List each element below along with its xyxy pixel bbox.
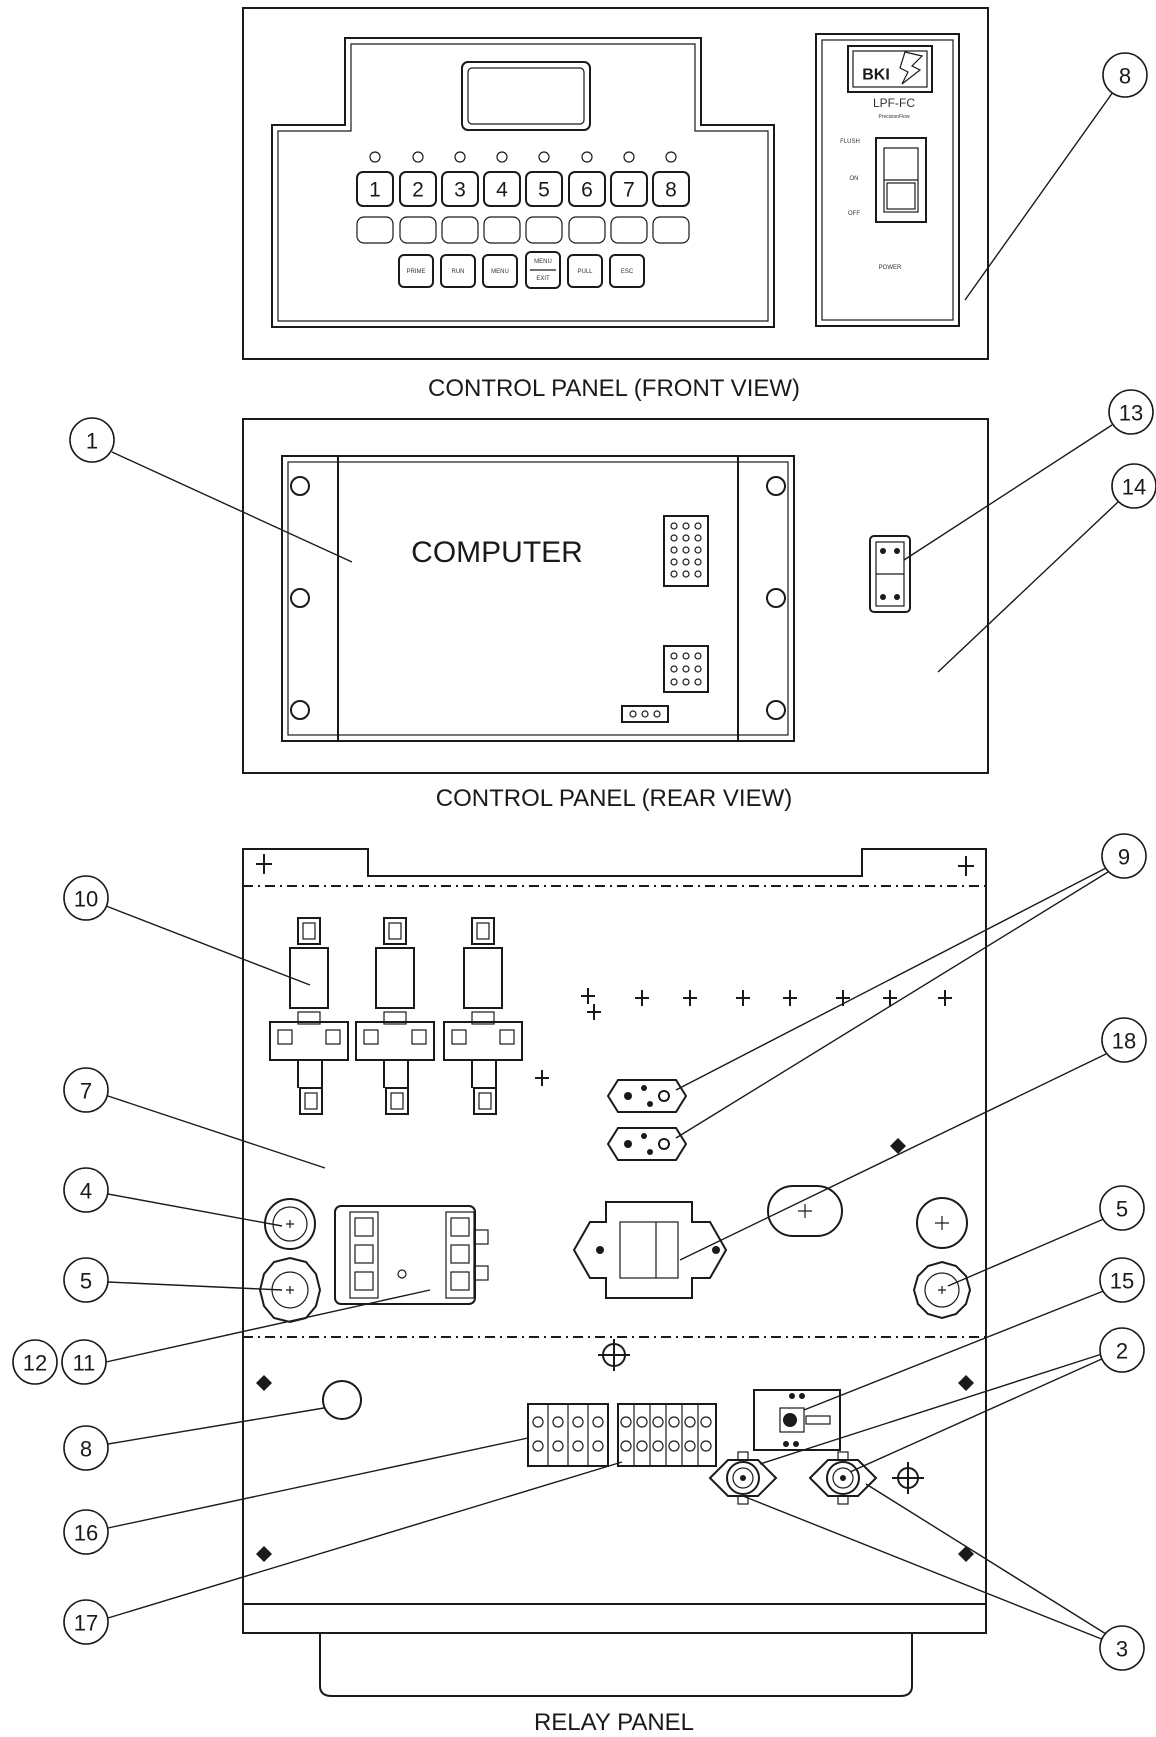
callout-2-label: 2: [1116, 1339, 1128, 1364]
relay-lower: [606, 1127, 688, 1161]
key-4-label: 4: [496, 179, 508, 202]
target-mark-right: [892, 1462, 924, 1494]
front-view-caption: CONTROL PANEL (FRONT VIEW): [428, 375, 800, 402]
function-keys: PRIME RUN MENU MENU EXIT PULL ESC: [398, 251, 645, 289]
switch-on-label: ON: [850, 176, 859, 182]
solenoid-valve-1: [269, 917, 349, 1115]
callout-8-top-leader: [964, 91, 1114, 301]
callout-1-label: 1: [86, 429, 98, 454]
model-sublabel: PrecisionFlow: [878, 114, 910, 120]
relay-module-15: [753, 1389, 841, 1451]
knockout-hole: [322, 1380, 362, 1420]
fitting-right-top: [916, 1197, 968, 1249]
callout-8-top-label: 8: [1119, 64, 1131, 89]
solenoid-valve-3: [443, 917, 523, 1115]
callout-17-label: 17: [74, 1611, 98, 1636]
key-2-label: 2: [412, 179, 424, 202]
header-connector-upper: [663, 515, 709, 587]
computer-board: [281, 455, 795, 742]
callout-7-label: 7: [80, 1079, 92, 1104]
power-switch-rear: [869, 535, 911, 613]
header-connector-lower: [663, 645, 709, 693]
callout-15-label: 15: [1110, 1269, 1134, 1294]
bulkhead-fitting-left: [708, 1451, 778, 1505]
pull-key-label: PULL: [577, 269, 593, 275]
callout-16-label: 16: [74, 1521, 98, 1546]
key-8-label: 8: [665, 179, 677, 202]
switch-off-label: OFF: [848, 211, 860, 217]
logo-flame-icon: [899, 51, 924, 85]
callout-4-label: 4: [80, 1179, 92, 1204]
switch-flush-label: FLUSH: [840, 139, 860, 145]
bulkhead-fitting-right: [808, 1451, 878, 1505]
relay-panel-caption: RELAY PANEL: [534, 1709, 694, 1736]
callout-10-label: 10: [74, 887, 98, 912]
target-mark-center: [598, 1339, 630, 1371]
power-switch-plate: BKI LPF-FC PrecisionFlow FLUSH ON OFF PO…: [815, 33, 960, 327]
number-keys: [356, 171, 690, 207]
esc-key-label: ESC: [621, 269, 634, 275]
callout-12-label: 12: [23, 1351, 47, 1376]
menu-key-label: MENU: [491, 269, 509, 275]
key-6-label: 6: [581, 179, 593, 202]
control-panel-rear: COMPUTER 1: [69, 389, 1156, 774]
callout-5-left-label: 5: [80, 1269, 92, 1294]
callout-3-label: 3: [1116, 1637, 1128, 1662]
key-7-label: 7: [623, 179, 635, 202]
power-label: POWER: [879, 265, 902, 271]
brand-logo: BKI: [862, 67, 890, 84]
computer-label: COMPUTER: [411, 536, 583, 569]
label-windows: [356, 216, 690, 244]
callout-9-label: 9: [1118, 845, 1130, 870]
transformer: [572, 1201, 728, 1299]
relay-panel: 9 10 18 7 4 5 5 15 2 12: [12, 833, 1147, 1697]
key-5-label: 5: [538, 179, 550, 202]
callout-8-bottom-label: 8: [80, 1437, 92, 1462]
callout-8-top-circle: [1102, 52, 1148, 98]
callout-18-label: 18: [1112, 1029, 1136, 1054]
fitting-5-right: [912, 1260, 972, 1320]
oval-knockout: [767, 1185, 843, 1237]
callout-11-label: 11: [73, 1351, 96, 1376]
terminal-strip-16: [527, 1403, 609, 1467]
mounting-marks: [256, 854, 974, 1562]
solenoid-valve-2: [355, 917, 435, 1115]
terminal-strip-17: [617, 1403, 717, 1467]
callout-14-label: 14: [1122, 475, 1146, 500]
model-label: LPF-FC: [873, 96, 915, 110]
callout-13-label: 13: [1119, 401, 1143, 426]
callout-5-right-label: 5: [1116, 1197, 1128, 1222]
relay-upper: [606, 1079, 688, 1113]
lcd-display: [461, 61, 591, 131]
menu-exit-key-top: MENU: [534, 259, 552, 265]
control-panel-front: 1 2 3 4 5 6 7 8 PRIME: [242, 7, 1148, 360]
indicator-leds: [369, 151, 677, 163]
menu-exit-key-bottom: EXIT: [536, 276, 550, 282]
rear-view-caption: CONTROL PANEL (REAR VIEW): [436, 785, 792, 812]
contactor-block: [334, 1205, 489, 1305]
run-key-label: RUN: [452, 269, 465, 275]
key-1-label: 1: [369, 179, 381, 202]
number-key-labels: 1 2 3 4 5 6 7 8: [369, 179, 677, 202]
key-3-label: 3: [454, 179, 466, 202]
header-connector-small: [621, 705, 669, 723]
prime-key-label: PRIME: [406, 269, 425, 275]
